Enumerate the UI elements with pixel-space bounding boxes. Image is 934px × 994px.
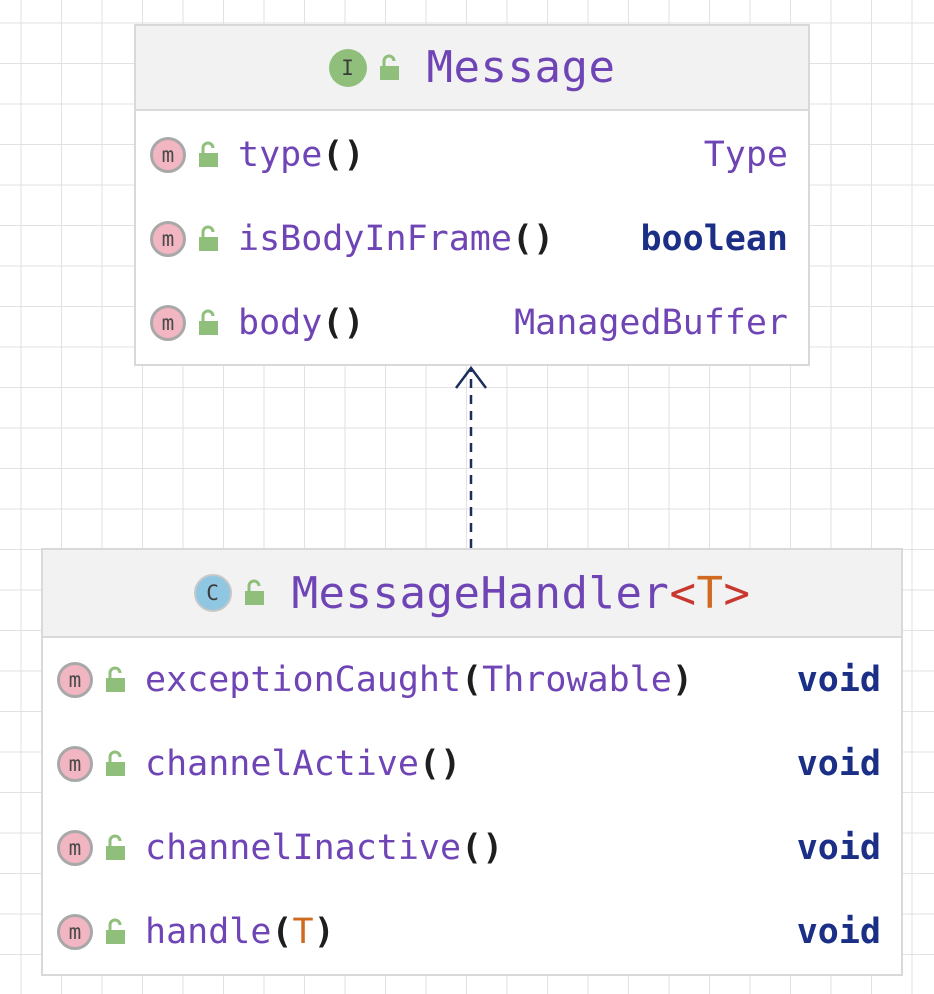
class-icon: C bbox=[193, 574, 232, 612]
class-method-row[interactable]: m channelInactive() void bbox=[43, 806, 901, 890]
interface-method-row[interactable]: m type() Type bbox=[136, 113, 808, 197]
method-signature: type() bbox=[238, 135, 364, 175]
method-signature: channelActive() bbox=[145, 744, 461, 784]
return-type: void bbox=[796, 828, 881, 868]
interface-icon: I bbox=[328, 48, 367, 87]
method-icon: m bbox=[57, 830, 93, 866]
method-icon: m bbox=[150, 221, 186, 257]
open-arrowhead bbox=[455, 365, 487, 389]
class-name: MessageHandler<T> bbox=[292, 568, 751, 619]
messagehandler-class-header: C MessageHandler<T> bbox=[43, 550, 901, 638]
paren-open: ( bbox=[322, 135, 344, 175]
method-name: channelActive bbox=[145, 744, 419, 784]
paren-close: ) bbox=[343, 135, 365, 175]
method-name: body bbox=[238, 303, 323, 343]
return-type: void bbox=[796, 744, 881, 784]
generic-close: > bbox=[723, 567, 751, 619]
unlock-icon bbox=[375, 54, 405, 82]
unlock-icon bbox=[101, 834, 131, 862]
method-signature: handle(T) bbox=[145, 912, 335, 952]
unlock-icon bbox=[240, 579, 270, 607]
return-type: void bbox=[796, 912, 881, 952]
method-icon: m bbox=[150, 305, 186, 341]
method-signature: exceptionCaught(Throwable) bbox=[145, 660, 693, 700]
return-type: void bbox=[796, 660, 881, 700]
paren-open: ( bbox=[322, 303, 344, 343]
method-icon: m bbox=[150, 137, 186, 173]
unlock-icon bbox=[101, 750, 131, 778]
paren-close: ) bbox=[313, 912, 335, 952]
return-type: Type bbox=[703, 135, 788, 175]
message-interface-header: I Message bbox=[136, 26, 808, 111]
unlock-icon bbox=[194, 309, 224, 337]
paren-close: ) bbox=[482, 828, 504, 868]
interface-method-row[interactable]: m body() ManagedBuffer bbox=[136, 281, 808, 365]
method-name: handle bbox=[145, 912, 272, 952]
method-name: exceptionCaught bbox=[145, 660, 462, 700]
message-interface-box[interactable]: I Message m type() Type m isBodyInFr bbox=[134, 24, 810, 366]
method-icon: m bbox=[57, 662, 93, 698]
interface-name: Message bbox=[426, 42, 616, 93]
method-name: type bbox=[238, 135, 323, 175]
return-type: ManagedBuffer bbox=[514, 303, 788, 343]
unlock-icon bbox=[194, 225, 224, 253]
method-name: isBodyInFrame bbox=[238, 219, 512, 259]
method-icon: m bbox=[57, 746, 93, 782]
generic-param: T bbox=[696, 567, 724, 619]
paren-open: ( bbox=[418, 744, 441, 784]
return-type: boolean bbox=[640, 219, 788, 259]
paren-open: ( bbox=[461, 660, 483, 700]
method-signature: body() bbox=[238, 303, 364, 343]
generic-open: < bbox=[669, 567, 697, 619]
paren-open: ( bbox=[271, 912, 293, 952]
class-method-row[interactable]: m handle(T) void bbox=[43, 890, 901, 974]
class-name-text: MessageHandler bbox=[291, 567, 670, 619]
unlock-icon bbox=[101, 918, 131, 946]
paren-close: ) bbox=[343, 303, 365, 343]
method-name: channelInactive bbox=[145, 828, 462, 868]
messagehandler-class-box[interactable]: C MessageHandler<T> m exceptionCaught(Th… bbox=[41, 548, 903, 976]
class-method-row[interactable]: m exceptionCaught(Throwable) void bbox=[43, 638, 901, 722]
paren-close: ) bbox=[533, 219, 555, 259]
unlock-icon bbox=[194, 141, 224, 169]
class-method-row[interactable]: m channelActive() void bbox=[43, 722, 901, 806]
interface-method-row[interactable]: m isBodyInFrame() boolean bbox=[136, 197, 808, 281]
paren-close: ) bbox=[671, 660, 693, 700]
method-signature: channelInactive() bbox=[145, 828, 503, 868]
method-icon: m bbox=[57, 914, 93, 950]
method-signature: isBodyInFrame() bbox=[238, 219, 554, 259]
paren-close: ) bbox=[440, 744, 462, 784]
paren-open: ( bbox=[511, 219, 534, 259]
param-generic: T bbox=[292, 912, 314, 952]
param-type: Throwable bbox=[482, 660, 672, 700]
unlock-icon bbox=[101, 666, 131, 694]
paren-open: ( bbox=[461, 828, 483, 868]
